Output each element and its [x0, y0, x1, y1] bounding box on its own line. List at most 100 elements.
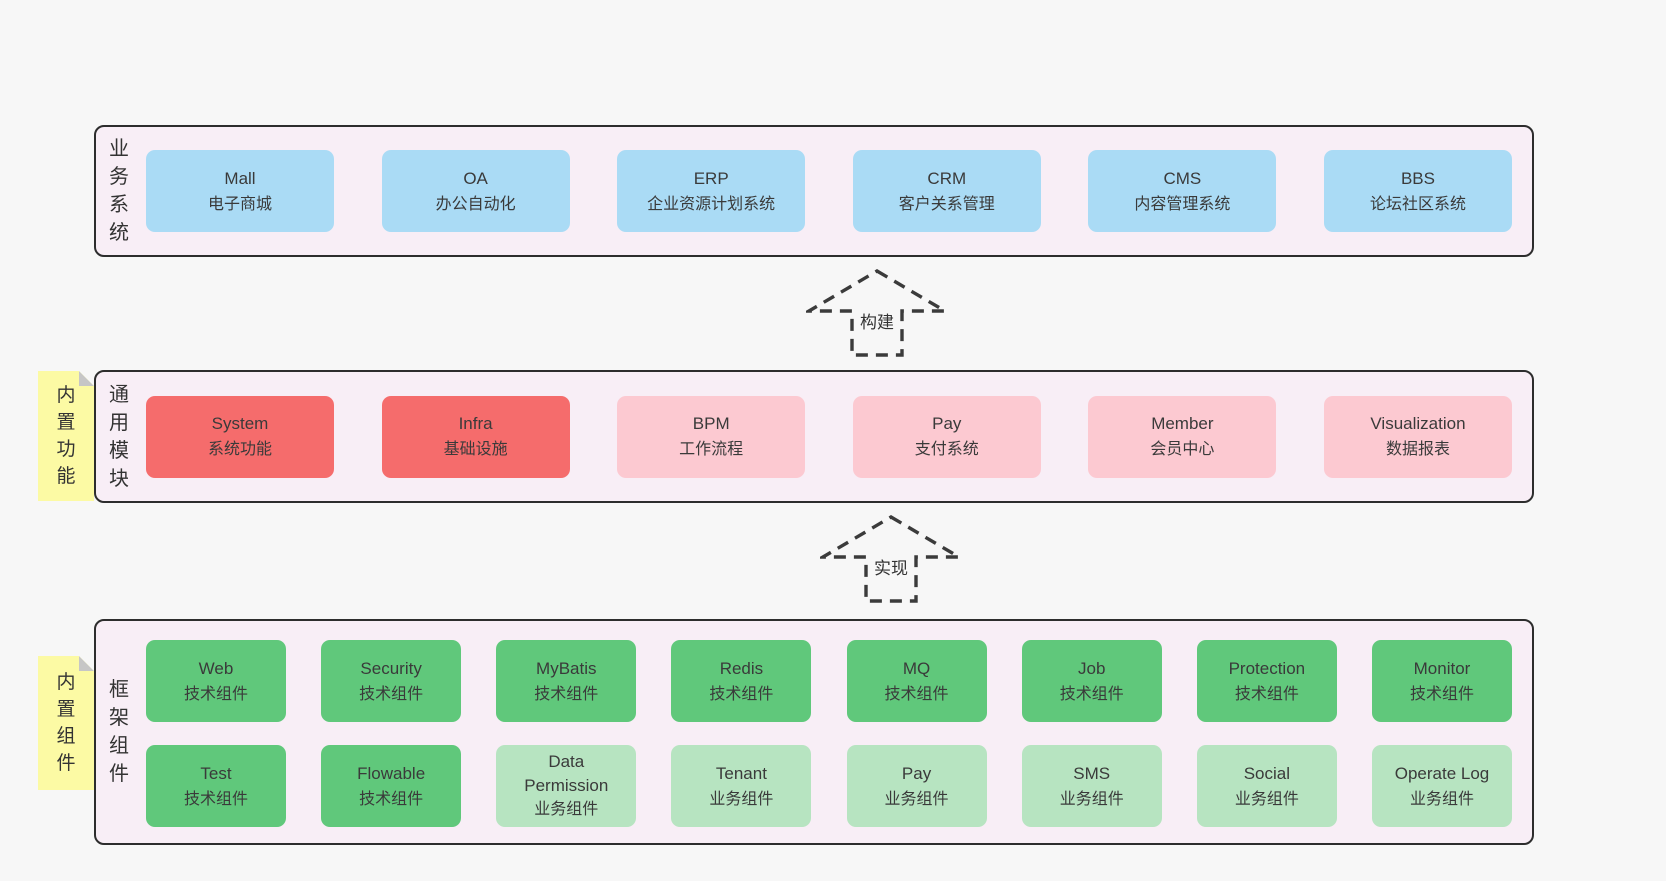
node-subtitle: 办公自动化: [435, 195, 516, 213]
band2-box-row: System 系统功能 Infra 基础设施 BPM 工作流程 Pay 支付系统…: [146, 372, 1512, 501]
node-title: System: [211, 414, 269, 433]
node-erp: ERP 企业资源计划系统: [617, 150, 806, 232]
node-subtitle: 技术组件: [1409, 685, 1474, 703]
node-title: Data Permission: [524, 752, 609, 795]
band-label-framework-components: 框架组件: [109, 679, 129, 785]
arrow-build: 构建: [806, 267, 948, 359]
node-subtitle: 业务组件: [1234, 790, 1299, 808]
band-framework-components: 框架组件 Web 技术组件 Security 技术组件 MyBatis 技术组件…: [94, 619, 1534, 845]
node-subtitle: 数据报表: [1385, 441, 1450, 458]
node-title: Pay: [932, 414, 962, 433]
node-subtitle: 业务组件: [534, 801, 599, 818]
sticky-fold-corner: [79, 371, 94, 386]
node-member: Member 会员中心: [1088, 395, 1277, 478]
node-data-permission: Data Permission 业务组件: [496, 745, 637, 827]
node-title: BPM: [692, 414, 730, 433]
node-subtitle: 业务组件: [884, 790, 949, 808]
node-title: Member: [1151, 414, 1214, 433]
node-title: SMS: [1073, 763, 1111, 783]
band-business-systems: 业务系统 Mall 电子商城 OA 办公自动化 ERP 企业资源计划系统 CRM…: [94, 125, 1534, 257]
node-social: Social 业务组件: [1196, 745, 1337, 827]
node-subtitle: 客户关系管理: [898, 195, 995, 213]
node-subtitle: 企业资源计划系统: [647, 195, 776, 213]
node-title: Operate Log: [1394, 763, 1490, 783]
node-title: Test: [200, 763, 232, 783]
band-label-common-modules: 通用模块: [109, 383, 129, 490]
node-subtitle: 论坛社区系统: [1369, 195, 1466, 213]
node-bbs: BBS 论坛社区系统: [1323, 150, 1512, 232]
node-subtitle: 技术组件: [359, 790, 424, 808]
node-subtitle: 会员中心: [1150, 441, 1215, 458]
node-title: Infra: [458, 414, 493, 433]
node-subtitle: 技术组件: [183, 685, 248, 703]
node-crm: CRM 客户关系管理: [852, 150, 1041, 232]
node-title: Protection: [1228, 658, 1306, 678]
node-mybatis: MyBatis 技术组件: [496, 640, 637, 722]
sticky-note-text: 内置组件: [56, 672, 76, 774]
dashed-up-arrow-icon: [806, 269, 948, 357]
node-subtitle: 技术组件: [183, 790, 248, 808]
node-subtitle: 技术组件: [884, 685, 949, 703]
node-subtitle: 技术组件: [534, 685, 599, 703]
sticky-fold-corner: [79, 656, 94, 671]
arrow-implement: 实现: [820, 513, 962, 605]
node-subtitle: 技术组件: [709, 685, 774, 703]
node-monitor: Monitor 技术组件: [1371, 640, 1512, 722]
node-title: Visualization: [1370, 414, 1466, 433]
node-sms: SMS 业务组件: [1021, 745, 1162, 827]
node-subtitle: 内容管理系统: [1134, 195, 1231, 213]
node-title: ERP: [693, 168, 729, 188]
node-subtitle: 业务组件: [1409, 790, 1474, 808]
node-cms: CMS 内容管理系统: [1088, 150, 1277, 232]
node-mall: Mall 电子商城: [146, 150, 334, 232]
node-subtitle: 技术组件: [359, 685, 424, 703]
node-infra: Infra 基础设施: [381, 395, 570, 478]
node-title: BBS: [1400, 168, 1435, 188]
sticky-note-builtin-components: 内置组件: [38, 656, 94, 790]
node-title: Monitor: [1413, 658, 1471, 678]
node-subtitle: 技术组件: [1059, 685, 1124, 703]
node-pay-business: Pay 业务组件: [846, 745, 987, 827]
node-mq: MQ 技术组件: [846, 640, 987, 722]
node-system: System 系统功能: [146, 395, 334, 478]
sticky-note-builtin-features: 内置功能: [38, 371, 94, 501]
node-redis: Redis 技术组件: [671, 640, 812, 722]
node-visualization: Visualization 数据报表: [1323, 395, 1512, 478]
node-flowable: Flowable 技术组件: [321, 745, 462, 827]
band1-box-row: Mall 电子商城 OA 办公自动化 ERP 企业资源计划系统 CRM 客户关系…: [146, 127, 1512, 255]
node-title: Social: [1243, 763, 1290, 783]
node-protection: Protection 技术组件: [1196, 640, 1337, 722]
node-subtitle: 业务组件: [709, 790, 774, 808]
node-title: Redis: [719, 658, 764, 678]
band-common-modules: 通用模块 System 系统功能 Infra 基础设施 BPM 工作流程 Pay…: [94, 370, 1534, 503]
node-security: Security 技术组件: [321, 640, 462, 722]
node-title: Flowable: [357, 763, 426, 783]
node-subtitle: 工作流程: [679, 441, 744, 458]
arrow-build-label: 构建: [857, 307, 897, 334]
node-tenant: Tenant 业务组件: [671, 745, 812, 827]
node-subtitle: 系统功能: [207, 441, 272, 458]
node-title: Job: [1077, 658, 1106, 678]
node-oa: OA 办公自动化: [381, 150, 570, 232]
dashed-up-arrow-icon: [820, 515, 962, 603]
node-title: Pay: [901, 763, 932, 783]
band3-box-row-1: Web 技术组件 Security 技术组件 MyBatis 技术组件 Redi…: [146, 640, 1512, 722]
node-title: Web: [198, 658, 234, 678]
node-bpm: BPM 工作流程: [617, 395, 806, 478]
node-subtitle: 支付系统: [914, 441, 979, 458]
node-subtitle: 技术组件: [1234, 685, 1299, 703]
band3-box-row-2: Test 技术组件 Flowable 技术组件 Data Permission …: [146, 745, 1512, 827]
node-title: OA: [463, 168, 488, 188]
node-test: Test 技术组件: [146, 745, 286, 827]
node-subtitle: 基础设施: [443, 441, 508, 458]
node-operate-log: Operate Log 业务组件: [1371, 745, 1512, 827]
node-job: Job 技术组件: [1021, 640, 1162, 722]
band-label-business-systems: 业务系统: [109, 138, 129, 244]
node-title: Mall: [224, 168, 256, 188]
node-title: Security: [360, 658, 422, 678]
node-subtitle: 电子商城: [207, 195, 272, 213]
node-subtitle: 业务组件: [1059, 790, 1124, 808]
node-title: MQ: [902, 658, 931, 678]
node-title: Tenant: [715, 763, 767, 783]
sticky-note-text: 内置功能: [56, 385, 76, 487]
